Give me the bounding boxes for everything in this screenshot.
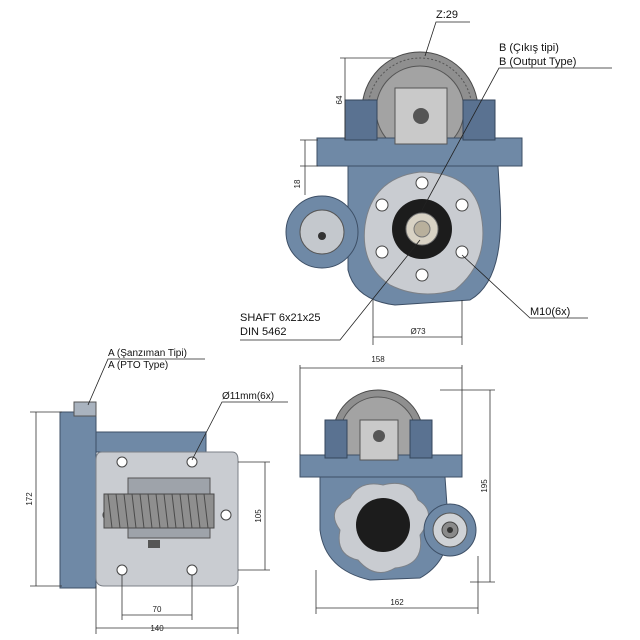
dim-158: 158	[371, 355, 385, 364]
rear-bore	[356, 498, 410, 552]
label-shaft-din: DIN 5462	[240, 326, 286, 338]
side-housing-column	[59, 411, 97, 589]
dim-70: 70	[153, 605, 162, 614]
dim-140: 140	[150, 624, 164, 633]
side-view: A (Şanzıman Tipi) A (PTO Type) Ø11mm(6x)…	[25, 348, 288, 634]
mount-hole	[220, 509, 232, 521]
label-output-type-en: B (Output Type)	[499, 56, 576, 68]
top-view: 64 18 Z:29 B (Çıkış tipi) B (Output Type…	[240, 9, 612, 345]
label-teeth: Z:29	[436, 9, 458, 21]
side-output-stub	[73, 401, 97, 417]
bolt-hole	[455, 198, 469, 212]
side-gear	[103, 493, 215, 529]
dim-64: 64	[335, 95, 344, 104]
bolt-hole	[375, 245, 389, 259]
mount-hole	[116, 564, 128, 576]
label-shaft: SHAFT 6x21x25	[240, 312, 321, 324]
bolt-hole	[415, 176, 429, 190]
top-flange-left-boss	[344, 99, 378, 141]
rear-view: 158 195 162	[299, 355, 495, 614]
mount-hole	[116, 456, 128, 468]
label-hole-dia: Ø11mm(6x)	[222, 391, 274, 402]
mount-hole	[186, 564, 198, 576]
bolt-hole	[415, 268, 429, 282]
top-flange-right-boss	[462, 99, 496, 141]
label-trans-type-tr: A (Şanzıman Tipi)	[108, 348, 187, 359]
top-yoke-hole	[413, 108, 429, 124]
dim-73: Ø73	[410, 327, 426, 336]
label-output-type-tr: B (Çıkış tipi)	[499, 42, 559, 54]
bolt-hole	[375, 198, 389, 212]
bolt-hole	[455, 245, 469, 259]
label-pto-type-en: A (PTO Type)	[108, 360, 168, 371]
side-housing-top	[95, 431, 207, 453]
dim-162: 162	[390, 598, 404, 607]
dim-172: 172	[25, 492, 34, 506]
dim-195: 195	[480, 479, 489, 493]
mount-hole	[186, 456, 198, 468]
dim-18: 18	[293, 179, 302, 188]
label-bolt-thread: M10(6x)	[530, 306, 570, 318]
dim-105: 105	[254, 509, 263, 523]
